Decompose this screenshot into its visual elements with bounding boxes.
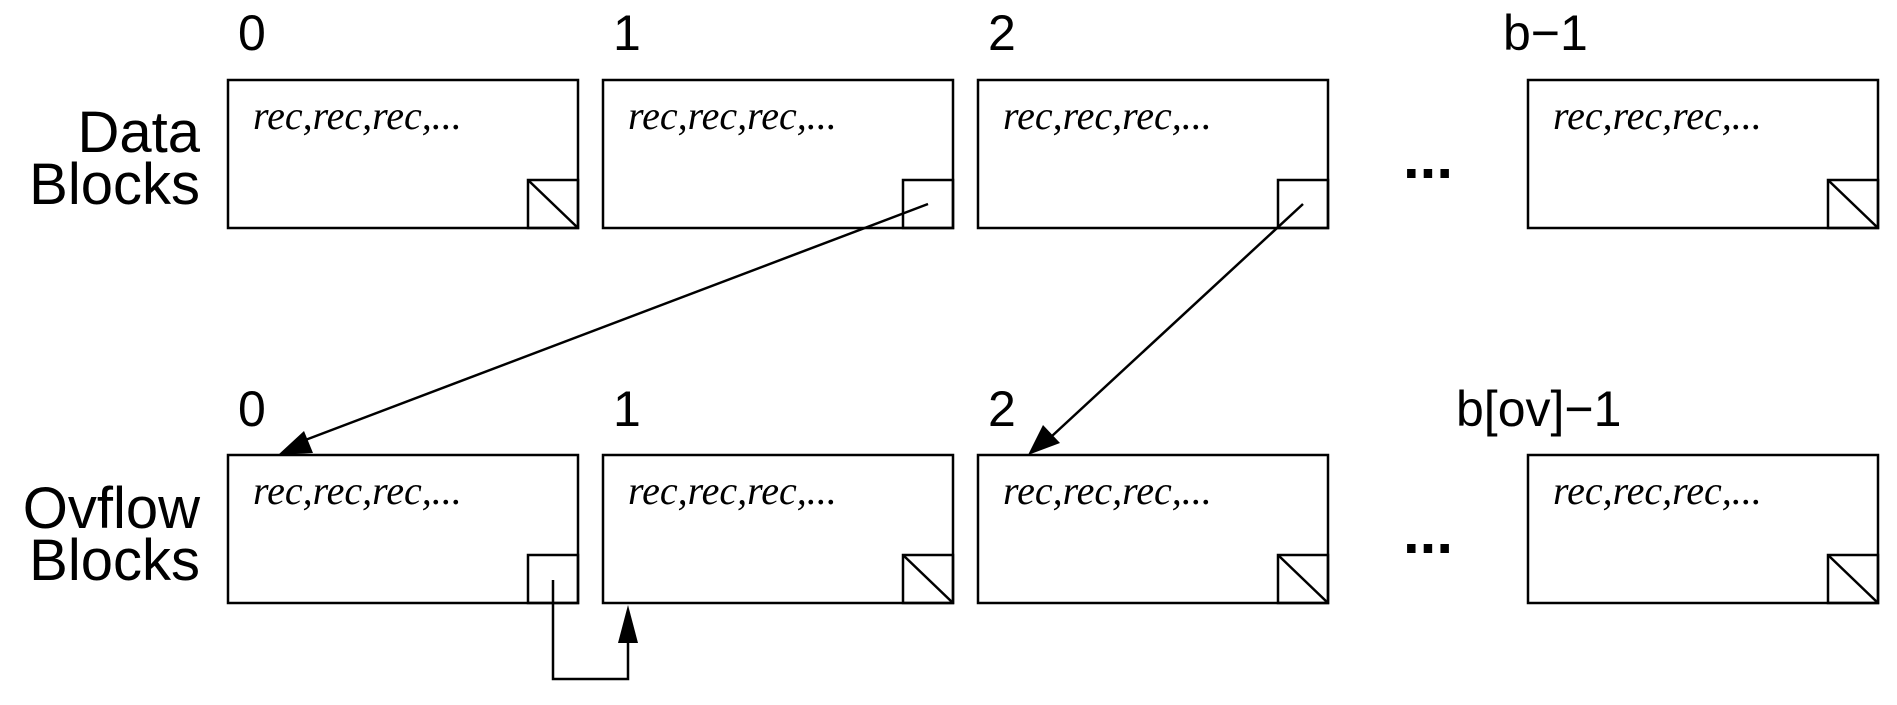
ovflow-block-last: b[ov]−1 rec,rec,rec,... <box>1456 381 1880 605</box>
data-blocks-label-line1: Data <box>77 100 200 165</box>
arrow-data1-to-ovflow0 <box>278 202 929 455</box>
block-index-label: 0 <box>238 5 266 61</box>
null-pointer-slash <box>1827 179 1879 229</box>
arrow-shaft <box>551 580 630 681</box>
block-index-label: 2 <box>988 381 1016 437</box>
arrow-head <box>618 605 638 643</box>
ovflow-blocks-label-line2: Blocks <box>29 528 200 593</box>
block-records-text: rec,rec,rec,... <box>1553 93 1762 138</box>
ovflow-block-1: 1 rec,rec,rec,... <box>601 381 955 605</box>
ovflow-block-0: 0 rec,rec,rec,... <box>226 381 580 605</box>
block-index-label: 1 <box>613 381 641 437</box>
block-frame <box>1526 78 1880 230</box>
arrow-ovflow0-to-ovflow1 <box>551 580 638 681</box>
arrow-data2-to-ovflow2 <box>1028 203 1304 455</box>
data-blocks-row: Data Blocks 0 rec,rec,rec,... 1 rec,rec,… <box>29 5 1880 230</box>
block-records-text: rec,rec,rec,... <box>1553 468 1762 513</box>
null-pointer-box <box>901 553 955 605</box>
arrow-shaft <box>299 202 929 444</box>
block-frame <box>226 453 580 605</box>
block-frame <box>601 78 955 230</box>
arrow-head <box>278 431 313 455</box>
block-index-label: 1 <box>613 5 641 61</box>
block-frame <box>1526 453 1880 605</box>
data-block-2: 2 rec,rec,rec,... <box>976 5 1330 230</box>
null-pointer-box <box>1826 178 1880 230</box>
block-records-text: rec,rec,rec,... <box>628 468 837 513</box>
data-block-1: 1 rec,rec,rec,... <box>601 5 955 230</box>
pointer-arrows <box>278 202 1304 681</box>
data-blocks-ellipsis: ... <box>1403 124 1453 191</box>
null-pointer-slash <box>527 179 579 229</box>
ovflow-blocks-row: Ovflow Blocks 0 rec,rec,rec,... 1 rec,re… <box>23 381 1880 605</box>
overflow-pointer-box <box>901 178 955 230</box>
block-index-label: 0 <box>238 381 266 437</box>
block-index-label: b[ov]−1 <box>1456 381 1621 437</box>
block-frame <box>601 453 955 605</box>
null-pointer-box <box>526 178 580 230</box>
block-records-text: rec,rec,rec,... <box>253 93 462 138</box>
data-blocks-label-line2: Blocks <box>29 152 200 217</box>
block-records-text: rec,rec,rec,... <box>1003 468 1212 513</box>
ovflow-block-2: 2 rec,rec,rec,... <box>976 381 1330 605</box>
block-records-text: rec,rec,rec,... <box>1003 93 1212 138</box>
null-pointer-box <box>1276 553 1330 605</box>
null-pointer-box <box>1826 553 1880 605</box>
ovflow-blocks-label-line1: Ovflow <box>23 476 201 541</box>
block-frame <box>226 78 580 230</box>
block-index-label: b−1 <box>1503 5 1588 61</box>
ovflow-blocks-ellipsis: ... <box>1403 499 1453 566</box>
overflow-pointer-box <box>1276 178 1330 230</box>
arrow-shaft <box>1051 203 1304 437</box>
arrow-head <box>1028 425 1060 455</box>
null-pointer-slash <box>1277 554 1329 604</box>
null-pointer-slash <box>1827 554 1879 604</box>
data-block-last: b−1 rec,rec,rec,... <box>1503 5 1880 230</box>
block-index-label: 2 <box>988 5 1016 61</box>
block-frame <box>976 453 1330 605</box>
data-block-0: 0 rec,rec,rec,... <box>226 5 580 230</box>
block-records-text: rec,rec,rec,... <box>628 93 837 138</box>
null-pointer-slash <box>902 554 954 604</box>
block-records-text: rec,rec,rec,... <box>253 468 462 513</box>
block-frame <box>976 78 1330 230</box>
